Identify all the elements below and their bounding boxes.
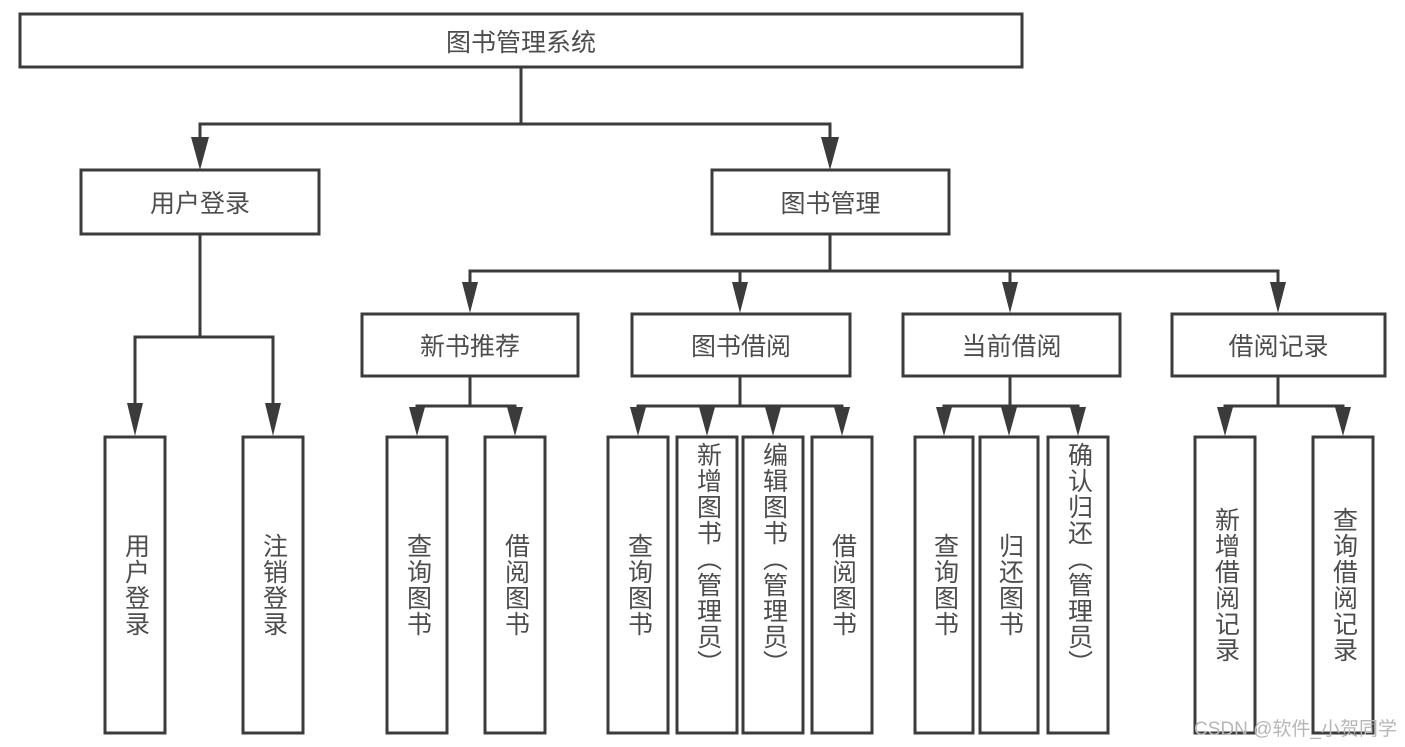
arrow-head-current-borrow (1002, 282, 1018, 313)
node-leaf-add-record-box[interactable] (1193, 435, 1257, 735)
node-leaf-confirm-return-box[interactable] (1046, 435, 1110, 735)
node-book-management-box[interactable] (710, 168, 951, 236)
arrow-head-book-management (821, 137, 839, 170)
arrow-head-new-book-recommend (462, 282, 478, 313)
node-new-book-recommend-box[interactable] (360, 312, 580, 378)
arrow-head-leaf-confirm-return (1070, 407, 1086, 436)
arrow-head-leaf-query-record (1335, 407, 1351, 436)
arrow-head-leaf-borrow-book-1 (507, 407, 523, 436)
node-leaf-query-record-box[interactable] (1311, 435, 1375, 735)
connector-group-book-management (462, 232, 1286, 313)
connector-group-book-borrow (630, 374, 850, 436)
node-leaf-query-book-3-box[interactable] (913, 435, 975, 735)
node-root-box[interactable] (18, 12, 1024, 69)
arrow-head-leaf-add-record (1217, 407, 1233, 436)
node-leaf-logout-box[interactable] (241, 435, 305, 735)
connector-group-current-borrow (936, 374, 1086, 436)
arrow-head-leaf-logout (265, 403, 281, 436)
arrow-head-leaf-return-book (1001, 407, 1017, 436)
node-leaf-user-login-box[interactable] (103, 435, 167, 735)
connector-group-user-login (127, 232, 281, 436)
arrow-head-borrow-record (1270, 282, 1286, 313)
arrow-head-leaf-user-login (127, 403, 143, 436)
node-leaf-add-book-box[interactable] (675, 435, 739, 735)
connector-group-new-book-recommend (409, 374, 523, 436)
node-leaf-return-book-box[interactable] (978, 435, 1040, 735)
node-borrow-record-box[interactable] (1170, 312, 1387, 378)
node-leaf-borrow-book-1-box[interactable] (483, 435, 547, 735)
node-leaf-edit-book-box[interactable] (741, 435, 805, 735)
node-current-borrow-box[interactable] (901, 312, 1122, 378)
connector-group-root (191, 65, 839, 170)
node-user-login-box[interactable] (79, 168, 321, 236)
arrow-head-leaf-borrow-book-2 (834, 407, 850, 436)
node-leaf-query-book-2-box[interactable] (606, 435, 670, 735)
arrow-head-leaf-query-book-1 (409, 407, 425, 436)
node-leaf-borrow-book-2-box[interactable] (810, 435, 874, 735)
arrow-head-leaf-query-book-2 (630, 407, 646, 436)
csdn-watermark: CSDN @软件_小贺同学 (1194, 719, 1397, 740)
arrow-head-book-borrow (732, 282, 748, 313)
connector-group-borrow-record (1217, 374, 1351, 436)
node-leaf-query-book-1-box[interactable] (385, 435, 449, 735)
arrow-head-user-login (191, 137, 209, 170)
arrow-head-leaf-add-book (699, 407, 715, 436)
arrow-head-leaf-query-book-3 (936, 407, 952, 436)
node-book-borrow-box[interactable] (630, 312, 852, 378)
arrow-head-leaf-edit-book (765, 407, 781, 436)
